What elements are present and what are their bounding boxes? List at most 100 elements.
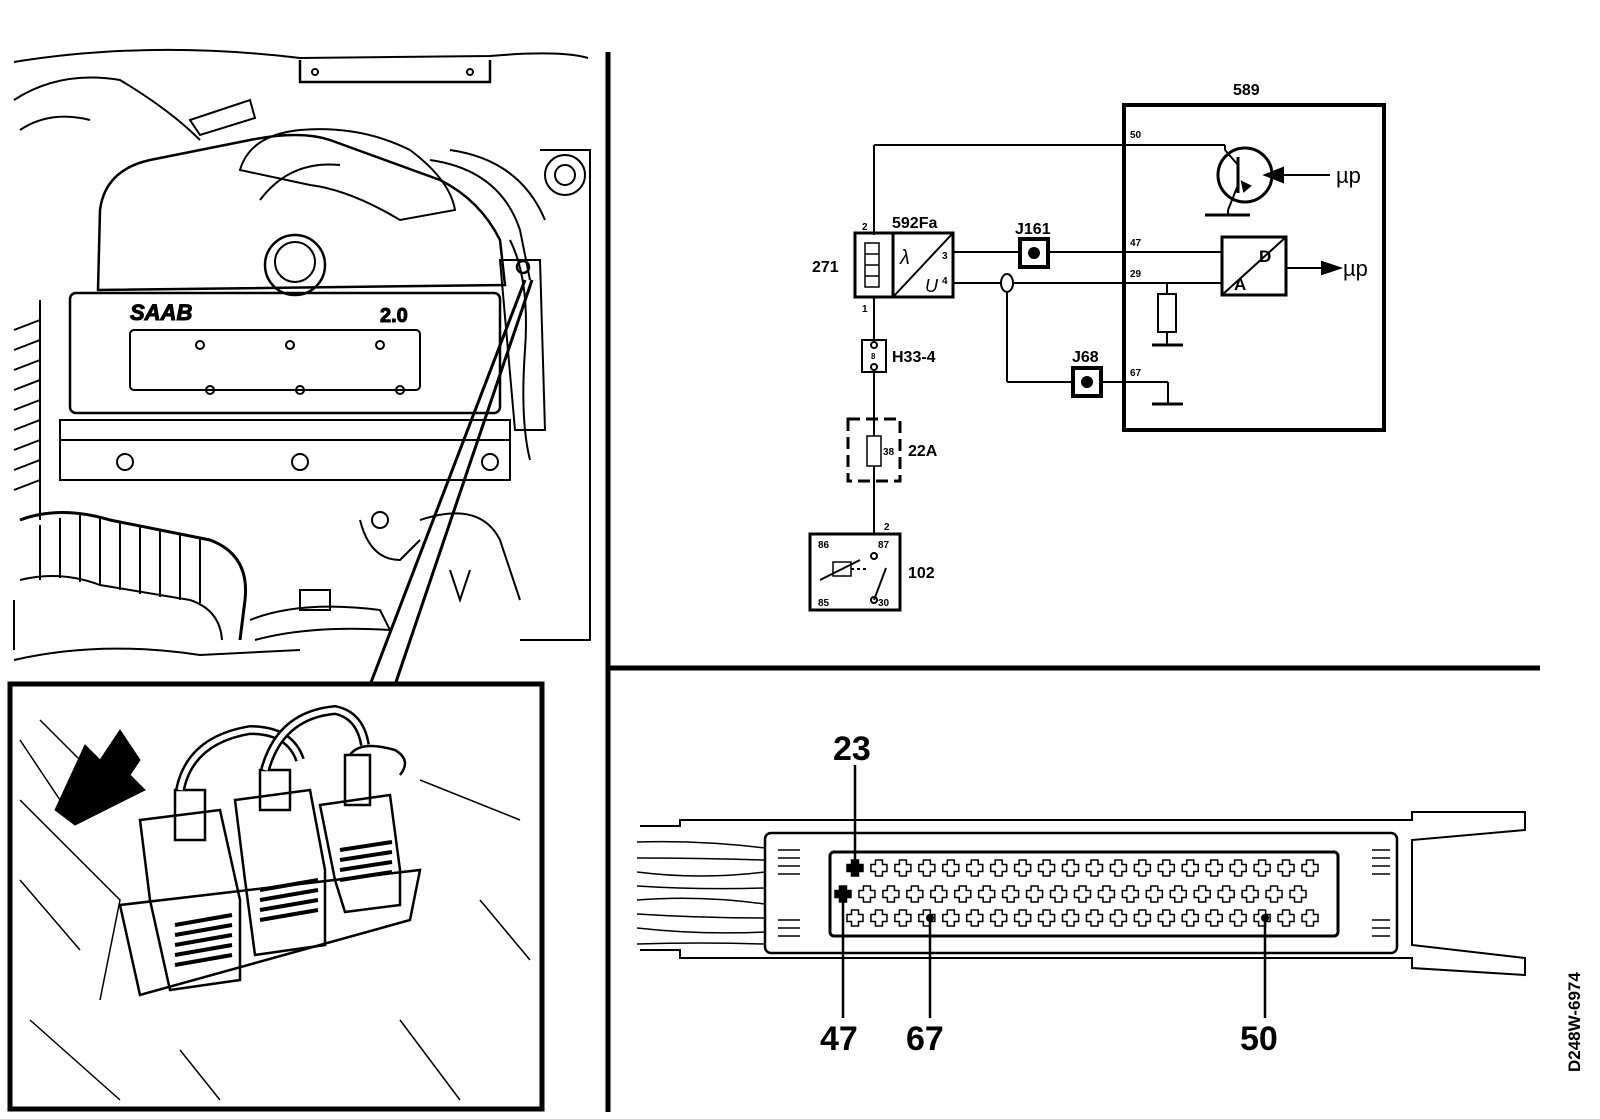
connector-pin — [1241, 885, 1259, 903]
schematic-labels: 589 271 592Fa λ U J161 J68 H33-4 22A 38 … — [812, 82, 1368, 609]
connector-pin — [1277, 859, 1295, 877]
connector-pin — [858, 885, 876, 903]
pin-2: 2 — [862, 222, 868, 233]
pin-3: 3 — [942, 251, 948, 262]
connector-pin — [965, 909, 984, 927]
pin-grid — [834, 859, 1319, 927]
pin-8: 8 — [871, 352, 876, 361]
relay-pin-87: 87 — [878, 540, 890, 551]
connector-pin — [1013, 909, 1032, 927]
callout-67: 67 — [906, 1020, 944, 1058]
connector-pin — [894, 909, 912, 927]
connector-pin — [1181, 859, 1200, 877]
callout-23: 23 — [833, 730, 871, 768]
connector-pin — [942, 859, 960, 877]
connector-pin — [882, 885, 900, 903]
ad-top: D — [1259, 247, 1271, 266]
connector-pin — [894, 859, 912, 877]
connector-pin — [1229, 859, 1247, 877]
microprocessor-label-2: µp — [1343, 256, 1368, 281]
connector-pin — [1157, 909, 1176, 927]
figure-code: D248W-6974 — [1565, 972, 1584, 1072]
pin-1: 1 — [862, 304, 868, 315]
connector-pin — [1061, 859, 1080, 877]
voltage-symbol: U — [925, 276, 939, 296]
callout-47: 47 — [820, 1020, 858, 1058]
connector-pin — [1145, 885, 1164, 903]
connector-pin — [918, 859, 936, 877]
connector-pin — [989, 909, 1008, 927]
pin-47: 47 — [1130, 238, 1142, 249]
connector-pin — [1049, 885, 1068, 903]
callout-50: 50 — [1240, 1020, 1278, 1058]
connector-pin — [1253, 859, 1271, 877]
connector-pin — [1169, 885, 1188, 903]
connector-pin — [1301, 859, 1319, 877]
pin-4: 4 — [942, 276, 948, 287]
connector-pin — [930, 885, 948, 903]
connector-pin — [870, 909, 888, 927]
connector-pin — [1205, 909, 1223, 927]
connector-pin — [1109, 859, 1128, 877]
pin-29: 29 — [1130, 269, 1142, 280]
sensor-label: 271 — [812, 259, 839, 276]
connector-pin — [1037, 909, 1056, 927]
connector-pin — [1097, 885, 1116, 903]
ad-bottom: A — [1234, 275, 1246, 294]
connector-pin — [953, 885, 972, 903]
connector-pin — [1205, 859, 1223, 877]
ecu-589-box — [1122, 103, 1386, 432]
fuse-22a — [846, 417, 902, 483]
connector-pin — [1013, 859, 1032, 877]
connector-pin — [1025, 885, 1044, 903]
connector-pin — [1277, 909, 1295, 927]
connector-pin — [1037, 859, 1056, 877]
connector-pin — [977, 885, 996, 903]
connector-pin — [1181, 909, 1200, 927]
connector-pin — [965, 859, 984, 877]
connector-pin — [942, 909, 960, 927]
ecu-connector-view — [636, 765, 1526, 1018]
pin-50: 50 — [1130, 130, 1142, 141]
connector-pin — [846, 859, 864, 877]
relay-pin-86: 86 — [818, 540, 830, 551]
j68-label: J68 — [1072, 349, 1099, 366]
connector-pin — [1133, 909, 1152, 927]
connector-pin — [846, 909, 864, 927]
h33-label: H33-4 — [892, 349, 936, 366]
connector-pin — [1265, 885, 1283, 903]
relay-pin-30: 30 — [878, 598, 890, 609]
connector-pin — [1121, 885, 1140, 903]
ecu-label: 589 — [1233, 82, 1260, 99]
connector-pin — [1229, 909, 1247, 927]
engine-badge: SAAB — [130, 300, 192, 325]
microprocessor-label-1: µp — [1336, 163, 1361, 188]
pin-callouts: 23 47 67 50 — [820, 730, 1278, 1058]
connector-pin — [1289, 885, 1307, 903]
connector-pin — [1217, 885, 1235, 903]
relay-102 — [808, 532, 902, 612]
connector-j161 — [1018, 237, 1050, 269]
connector-pin — [1001, 885, 1020, 903]
relay-pin-85: 85 — [818, 598, 830, 609]
connector-pin — [1193, 885, 1211, 903]
ad-converter — [1220, 235, 1288, 297]
connector-pin — [1133, 859, 1152, 877]
fuse-number: 38 — [883, 447, 895, 458]
engine-bay-illustration: SAAB 2.0 — [13, 48, 591, 686]
connector-pin — [1301, 909, 1319, 927]
connector-pin — [906, 885, 924, 903]
connector-pin — [1109, 909, 1128, 927]
lambda-symbol: λ — [899, 247, 910, 269]
connector-j68 — [1071, 366, 1103, 398]
engine-size-badge: 2.0 — [380, 305, 408, 327]
connector-pin — [1157, 859, 1176, 877]
relay-label: 102 — [908, 565, 935, 582]
connector-pin — [1085, 909, 1104, 927]
converter-592fa — [891, 231, 955, 299]
connector-inset — [7, 681, 545, 1112]
connector-pin — [1085, 859, 1104, 877]
connector-pin — [1073, 885, 1092, 903]
connector-pin — [989, 859, 1008, 877]
